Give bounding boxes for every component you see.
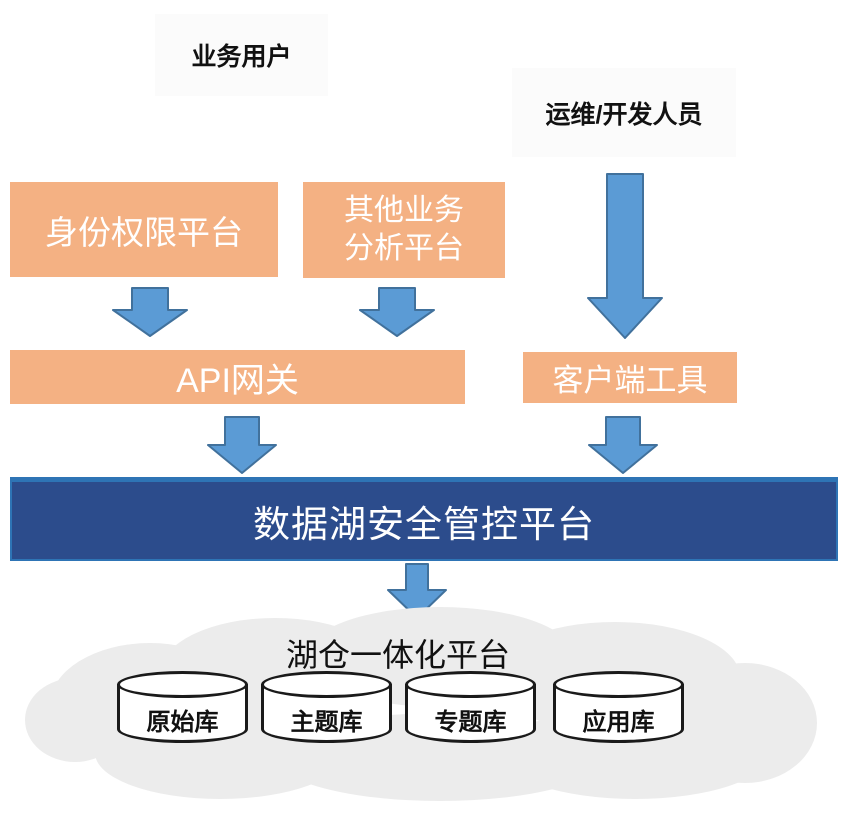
database-cylinder-subject: 主题库 <box>261 671 392 743</box>
node-security-platform: 数据湖安全管控平台 <box>10 477 838 561</box>
down-arrow-icon <box>387 563 447 619</box>
down-arrow-icon <box>207 416 277 474</box>
security-platform-label: 数据湖安全管控平台 <box>253 503 595 545</box>
down-arrow-icon <box>112 287 188 337</box>
node-api-gateway: API网关 <box>10 350 465 404</box>
node-other-analysis-platform: 其他业务 分析平台 <box>303 182 505 278</box>
down-arrow-icon <box>588 416 658 474</box>
lakehouse-title: 湖仓一体化平台 <box>285 637 510 673</box>
database-label: 应用库 <box>582 709 655 736</box>
actor-ops-dev-users-label: 运维/开发人员 <box>545 100 703 129</box>
cylinder-top-ellipse <box>117 671 248 698</box>
down-arrow-icon <box>359 287 435 337</box>
cylinder-top-ellipse <box>553 671 684 698</box>
database-label: 专题库 <box>434 709 507 736</box>
cylinder-top-ellipse <box>261 671 392 698</box>
database-cylinder-special: 专题库 <box>405 671 536 743</box>
node-client-tools: 客户端工具 <box>523 352 737 403</box>
actor-business-users: 业务用户 <box>155 14 328 96</box>
node-identity-platform: 身份权限平台 <box>10 182 278 277</box>
api-gateway-label: API网关 <box>176 361 299 400</box>
actor-ops-dev-users: 运维/开发人员 <box>512 68 736 157</box>
identity-platform-label: 身份权限平台 <box>45 213 243 251</box>
database-label: 主题库 <box>290 709 363 736</box>
database-cylinder-application: 应用库 <box>553 671 684 743</box>
cylinder-top-ellipse <box>405 671 536 698</box>
database-label: 原始库 <box>146 709 219 736</box>
down-arrow-icon <box>587 173 663 339</box>
client-tools-label: 客户端工具 <box>552 363 708 398</box>
other-analysis-platform-label: 其他业务 分析平台 <box>344 193 464 265</box>
actor-business-users-label: 业务用户 <box>191 43 292 71</box>
database-cylinder-raw: 原始库 <box>117 671 248 743</box>
